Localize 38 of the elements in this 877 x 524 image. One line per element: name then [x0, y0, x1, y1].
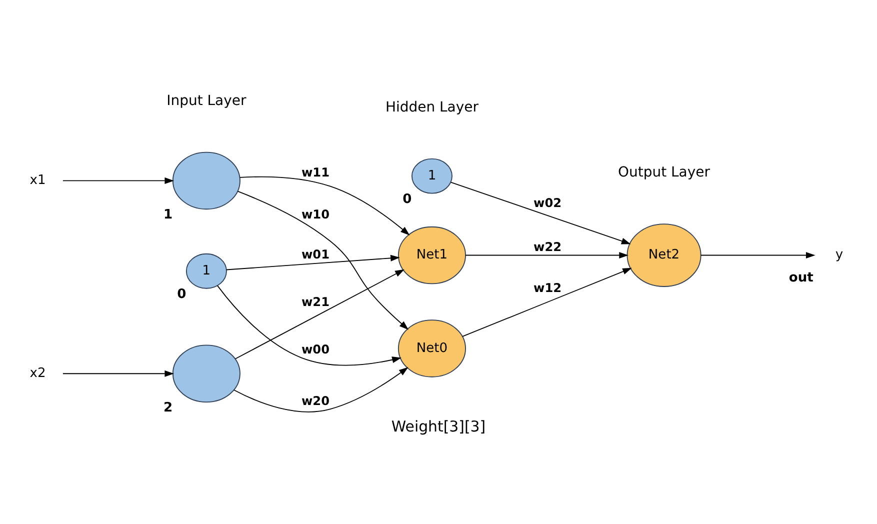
edge-label: w01 [302, 246, 330, 261]
edge-label: w02 [534, 196, 562, 210]
arrow [217, 284, 402, 366]
node-ellipse: 1 [411, 158, 452, 194]
arrow [462, 267, 632, 336]
node-label: 0 [402, 191, 412, 206]
edge-label: w22 [534, 239, 562, 254]
node-text: x2 [30, 366, 46, 381]
edge-label: w21 [302, 294, 330, 308]
edge-label: w12 [534, 280, 562, 294]
arrow [450, 181, 631, 244]
node-label: 2 [164, 400, 173, 416]
arrow [234, 366, 408, 412]
node-label: 0 [177, 286, 186, 302]
node-circle [172, 344, 240, 402]
arrow [226, 254, 400, 270]
arrow [62, 176, 174, 184]
edge-label: w20 [302, 393, 330, 408]
node-ellipse: Net2 [626, 223, 702, 286]
arrow [700, 252, 816, 258]
arrow [234, 268, 404, 359]
arrow [237, 190, 409, 330]
edge-label: w11 [302, 164, 330, 179]
edge-label: w00 [302, 342, 330, 356]
node-label: 1 [164, 207, 173, 222]
node-label: out [788, 270, 814, 286]
node-circle [172, 151, 240, 210]
node-ellipse: 1 [186, 252, 227, 288]
edge-label: w10 [302, 206, 330, 221]
node-text: y [835, 247, 844, 262]
arrow [62, 370, 174, 376]
node-text: x1 [30, 172, 46, 188]
caption: Weight[3][3] [391, 417, 486, 436]
label: Input Layer [166, 92, 246, 108]
arrow [465, 252, 628, 258]
label: Hidden Layer [386, 98, 478, 115]
label: Output Layer [618, 164, 710, 180]
arrow [239, 176, 410, 235]
